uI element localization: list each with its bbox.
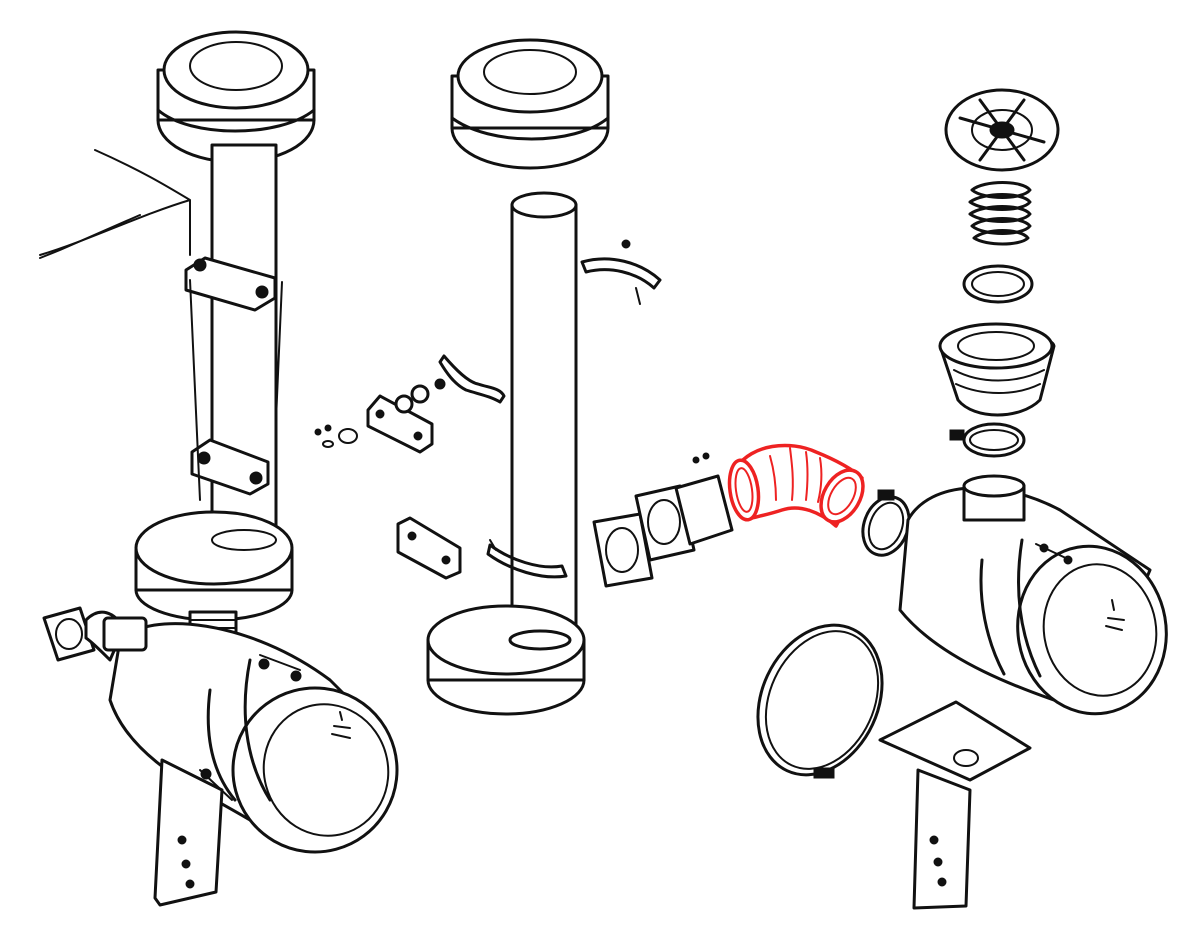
right-inner-element bbox=[938, 322, 1056, 417]
bracket-clamp-upper bbox=[366, 394, 434, 454]
middle-pipe-strap bbox=[486, 539, 568, 579]
left-pre-bowl bbox=[134, 510, 294, 622]
middle-assembly bbox=[426, 38, 610, 716]
left-strap-line bbox=[189, 279, 283, 501]
middle-precleaner-cap bbox=[450, 38, 610, 170]
left-precleaner-cap bbox=[156, 30, 316, 164]
curved-strap-upper bbox=[438, 354, 506, 404]
left-side-flange bbox=[42, 606, 148, 662]
washers-and-nut bbox=[394, 378, 446, 414]
right-assembly bbox=[756, 88, 1168, 910]
right-seal-ring bbox=[962, 264, 1034, 304]
right-hose-clamp bbox=[949, 422, 1026, 458]
flange-adapter bbox=[634, 452, 734, 562]
right-spring bbox=[968, 181, 1032, 246]
flange-gasket bbox=[592, 512, 654, 588]
bolt-and-washers-left bbox=[314, 424, 358, 448]
left-assembly bbox=[39, 30, 399, 907]
right-filter-canister bbox=[898, 474, 1168, 716]
vehicle-body-edge bbox=[39, 214, 141, 259]
elbow-hose-highlighted bbox=[727, 443, 865, 528]
left-filter-canister bbox=[108, 622, 399, 854]
loose-clamp-hardware bbox=[314, 354, 506, 580]
upper-pipe-strap bbox=[580, 239, 662, 305]
right-cap-grate bbox=[944, 88, 1060, 172]
middle-intake-pipe bbox=[510, 191, 578, 657]
bracket-clamp-lower bbox=[396, 516, 462, 580]
right-band-strap bbox=[756, 623, 884, 779]
vehicle-body-panel bbox=[39, 149, 191, 256]
right-mounting-bracket bbox=[878, 700, 1032, 910]
left-mounting-bracket bbox=[153, 758, 224, 907]
middle-base-plate bbox=[426, 604, 586, 716]
left-pipe-clamp-lower bbox=[190, 438, 270, 496]
left-pipe-clamp-upper bbox=[184, 256, 277, 312]
